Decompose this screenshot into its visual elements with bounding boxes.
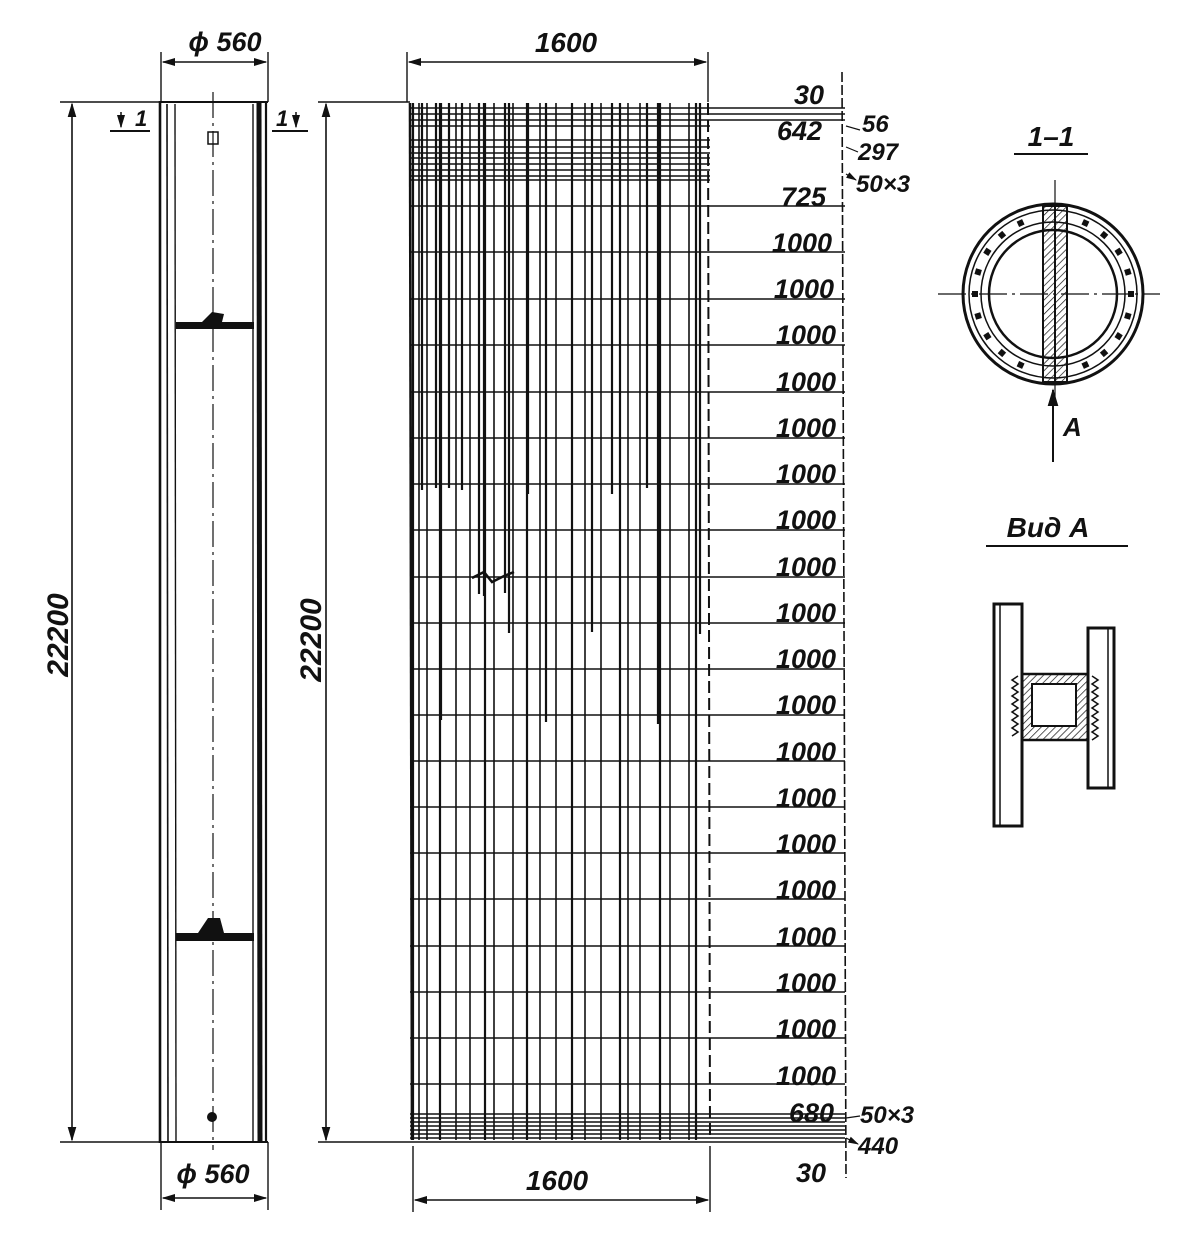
spacing-label-19: 1000 [776, 968, 836, 998]
section-rebar-10 [974, 312, 982, 320]
spacing-label-12: 1000 [776, 644, 836, 674]
cage-top-width-label: 1600 [535, 27, 598, 58]
spacing-label-22: 680 [789, 1098, 834, 1128]
spacing-label-8: 1000 [776, 459, 836, 489]
bottom-diameter-label: ϕ 560 [177, 1159, 250, 1189]
spacing-label-5: 1000 [776, 320, 836, 350]
top-diameter-label: ϕ 560 [189, 27, 262, 57]
section-rebar-19 [1099, 230, 1109, 240]
section-rebar-11 [972, 291, 978, 297]
section-rebar-1 [1124, 312, 1132, 320]
diaphragm-upper [176, 322, 254, 329]
section-rebars [972, 219, 1134, 369]
section-rebar-0 [1128, 291, 1134, 297]
section-title: 1–1 [1028, 121, 1075, 152]
spacing-label-18: 1000 [776, 922, 836, 952]
section-rebar-8 [997, 348, 1007, 358]
spacing-label-20: 1000 [776, 1014, 836, 1044]
section-rebar-9 [983, 332, 992, 341]
section-rebar-21 [1124, 268, 1132, 276]
spacing-label-23: 30 [796, 1158, 826, 1188]
detail-title: Вид А [1007, 512, 1090, 543]
section-mark-left: 1 [135, 106, 147, 131]
section-rebar-7 [1016, 360, 1025, 369]
pile-body [158, 92, 268, 1150]
section-rebar-12 [974, 268, 982, 276]
side-note-440: 440 [857, 1133, 899, 1160]
view-a-arrow-label: A [1062, 412, 1082, 442]
side-note-50x3-bottom: 50×3 [860, 1102, 915, 1129]
spacing-label-10: 1000 [776, 552, 836, 582]
section-rebar-13 [983, 247, 992, 256]
cage-height-label: 22200 [295, 598, 328, 683]
height-dimension-label: 22200 [42, 593, 75, 678]
left-elevation: 22200 ϕ 560 ϕ 560 1 1 [42, 27, 308, 1210]
detail-view: Вид А [986, 512, 1128, 828]
section-outer-ring [961, 202, 1145, 386]
spacing-label-15: 1000 [776, 783, 836, 813]
cage-elevation: 22200 1600 1600 30 642 725 1000 1000 1000 1000… [295, 27, 915, 1212]
spacing-label-11: 1000 [776, 598, 836, 628]
detail-left-member [992, 602, 1024, 828]
spacing-label-4: 1000 [774, 274, 834, 304]
side-note-50x3-top: 50×3 [856, 171, 911, 198]
cage-edge-dashed [707, 102, 711, 1141]
spacing-label-7: 1000 [776, 413, 836, 443]
spacing-label-17: 1000 [776, 875, 836, 905]
cage-grid [408, 102, 845, 1143]
spacing-label-21: 1000 [776, 1061, 836, 1091]
side-note-297: 297 [857, 139, 900, 166]
spacing-label-13: 1000 [776, 690, 836, 720]
section-mark-right: 1 [276, 106, 288, 131]
spacing-label-16: 1000 [776, 829, 836, 859]
spacing-label-0: 30 [794, 80, 824, 110]
section-rebar-14 [997, 230, 1007, 240]
section-rebar-15 [1016, 219, 1025, 228]
diaphragm-lower [176, 933, 254, 941]
spacing-label-3: 1000 [772, 228, 832, 258]
spacing-label-1: 642 [777, 116, 822, 146]
section-rebar-2 [1114, 332, 1123, 341]
section-rebar-20 [1114, 247, 1123, 256]
side-note-56: 56 [862, 111, 889, 138]
section-view: 1–1 A [938, 121, 1160, 462]
spacing-chain-line [841, 71, 847, 1179]
cage-edge-left [408, 102, 414, 1141]
spacing-label-6: 1000 [776, 367, 836, 397]
section-rebar-3 [1099, 348, 1109, 358]
spacing-label-9: 1000 [776, 505, 836, 535]
cage-bottom-width-label: 1600 [526, 1165, 589, 1196]
spacing-label-14: 1000 [776, 737, 836, 767]
cage-joint-mark [471, 570, 515, 584]
section-rebar-4 [1081, 360, 1090, 369]
spacing-labels: 30 642 725 1000 1000 1000 1000 1000 1000 1000 1000… [772, 80, 836, 1188]
spacing-label-2: 725 [781, 182, 827, 212]
section-rebar-18 [1081, 219, 1090, 228]
